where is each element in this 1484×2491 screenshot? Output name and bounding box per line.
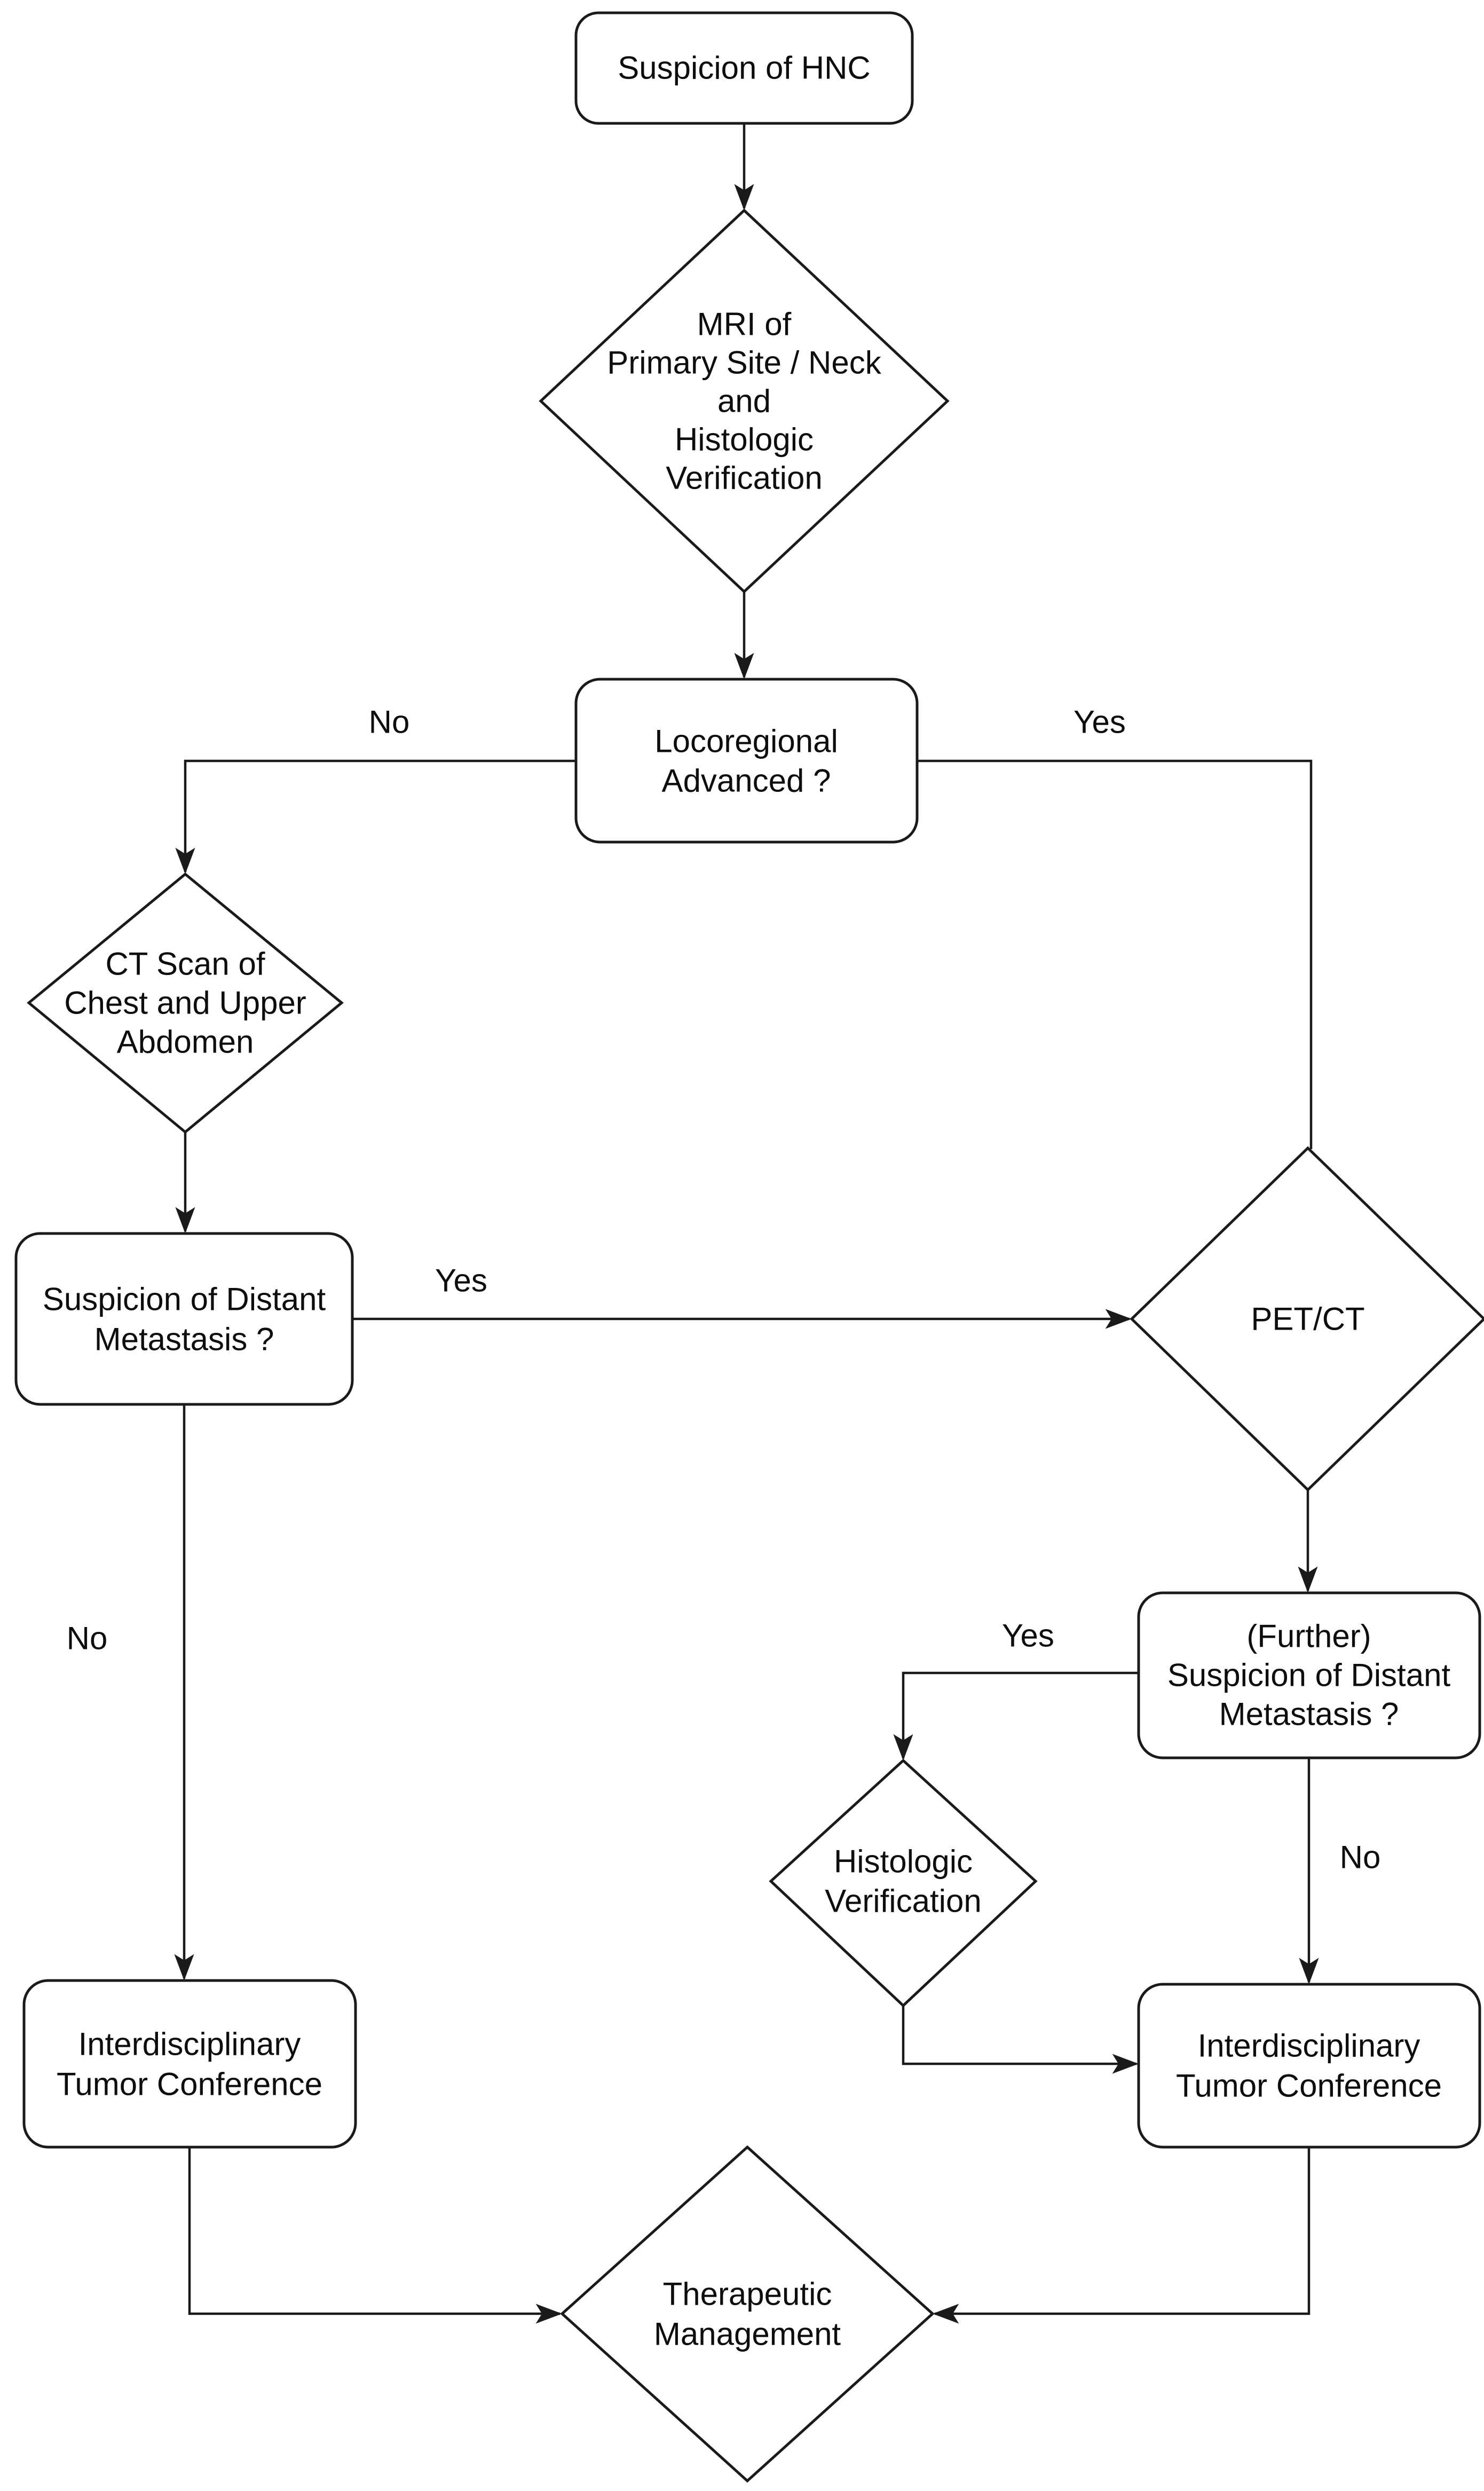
label-suspicion-no: No — [67, 1621, 108, 1656]
node-ct-scan-shape — [27, 872, 344, 1134]
node-ct-scan: CT Scan of Chest and Upper Abdomen — [27, 872, 344, 1134]
node-locoregional-line-2: Advanced ? — [662, 763, 831, 799]
node-tumor-conference-left-shape — [22, 1979, 357, 2149]
node-tumor-conference-right-line-2: Tumor Conference — [1176, 2068, 1442, 2104]
node-suspicion-of-hnc-label: Suspicion of HNC — [618, 50, 871, 86]
edge-histologic-to-conference-right — [902, 2006, 1139, 2074]
node-locoregional-advanced: Locoregional Advanced ? — [574, 678, 919, 844]
node-tumor-conference-right-line-1: Interdisciplinary — [1198, 2028, 1420, 2064]
node-suspicion-distant-line-2: Metastasis ? — [94, 1322, 274, 1357]
node-histologic-line-2: Verification — [825, 1883, 982, 1919]
label-suspicion-yes: Yes — [435, 1263, 487, 1299]
node-locoregional-advanced-shape — [574, 678, 919, 844]
node-tumor-conference-left: Interdisciplinary Tumor Conference — [22, 1979, 357, 2149]
node-tumor-conference-right-shape — [1137, 1983, 1481, 2149]
node-therapeutic-management: Therapeutic Management — [560, 2145, 935, 2483]
node-therapeutic-management-shape — [560, 2145, 935, 2483]
node-pet-ct: PET/CT — [1130, 1146, 1484, 1492]
edge-further-yes-to-histologic — [893, 1671, 1139, 1761]
node-tumor-conference-left-line-2: Tumor Conference — [57, 2066, 322, 2102]
label-locoregional-yes: Yes — [1073, 704, 1126, 740]
node-suspicion-distant-line-1: Suspicion of Distant — [43, 1282, 326, 1317]
edges — [174, 123, 1319, 2324]
edge-labels: No Yes Yes No Yes No — [67, 704, 1381, 1875]
node-pet-ct-shape — [1130, 1146, 1484, 1492]
node-therapeutic-line-2: Management — [654, 2316, 841, 2352]
node-suspicion-distant-metastasis: Suspicion of Distant Metastasis ? — [14, 1232, 354, 1406]
node-mri-line-5: Verification — [666, 460, 823, 496]
node-tumor-conference-left-line-1: Interdisciplinary — [78, 2026, 301, 2062]
node-histologic-line-1: Histologic — [834, 1844, 973, 1880]
node-mri-primary-site: MRI of Primary Site / Neck and Histologi… — [539, 208, 950, 594]
node-therapeutic-line-1: Therapeutic — [663, 2276, 832, 2312]
node-ct-scan-line-3: Abdomen — [117, 1024, 254, 1060]
node-histologic-verification: Histologic Verification — [769, 1758, 1038, 2008]
edge-conference-left-to-therapeutic — [188, 2147, 563, 2324]
node-further-suspicion-line-3: Metastasis ? — [1219, 1696, 1399, 1732]
node-further-suspicion-distant: (Further) Suspicion of Distant Metastasi… — [1137, 1591, 1481, 1759]
label-further-no: No — [1340, 1840, 1381, 1875]
node-further-suspicion-shape — [1137, 1591, 1481, 1759]
node-histologic-verification-shape — [769, 1758, 1038, 2008]
node-suspicion-of-hnc-shape — [574, 11, 914, 125]
node-suspicion-of-hnc: Suspicion of HNC — [574, 11, 914, 125]
node-locoregional-line-1: Locoregional — [654, 724, 838, 759]
node-suspicion-distant-metastasis-shape — [14, 1232, 354, 1406]
edge-conference-right-to-therapeutic — [932, 2147, 1311, 2324]
edge-locoregional-yes-to-petct — [917, 759, 1313, 1149]
node-ct-scan-line-1: CT Scan of — [105, 946, 265, 982]
node-further-suspicion-line-1: (Further) — [1246, 1618, 1371, 1654]
node-mri-line-4: Histologic — [675, 422, 814, 458]
node-mri-line-1: MRI of — [697, 307, 792, 342]
node-pet-ct-label: PET/CT — [1251, 1301, 1364, 1337]
node-further-suspicion-line-2: Suspicion of Distant — [1167, 1657, 1451, 1693]
node-tumor-conference-right: Interdisciplinary Tumor Conference — [1137, 1983, 1481, 2149]
node-mri-line-3: and — [717, 383, 771, 419]
node-mri-line-2: Primary Site / Neck — [607, 345, 881, 381]
edge-locoregional-no-to-ct — [175, 759, 576, 875]
label-locoregional-no: No — [369, 704, 410, 740]
node-mri-primary-site-shape — [539, 208, 950, 594]
node-ct-scan-line-2: Chest and Upper — [64, 985, 306, 1021]
label-further-yes: Yes — [1002, 1618, 1054, 1654]
